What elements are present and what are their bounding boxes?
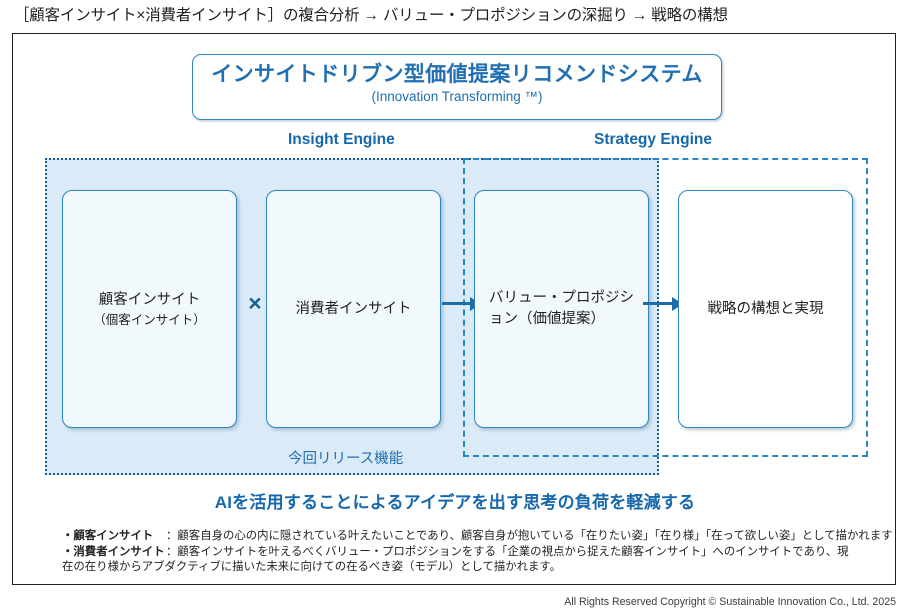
arrow-right-icon-2 [643,297,685,311]
process-box-strategy-realization-text: 戦略の構想と実現 [694,299,838,320]
system-title-main: インサイトドリブン型価値提案リコメンドシステム [211,63,703,86]
process-box-consumer-insight-text: 消費者インサイト [282,299,426,320]
process-box-value-proposition-text: バリュー・プロポジション（価値提案） [475,288,648,330]
process-box-value-proposition[interactable]: バリュー・プロポジション（価値提案） [474,190,649,428]
footnote-block: ・顧客インサイト：顧客自身の心の内に隠されている叶えたいことであり、顧客自身が抱… [62,529,893,576]
footnote-item-2-sep: ： [166,545,178,558]
footnote-item-2-key: ・消費者インサイト [62,545,165,558]
footnote-item-1: ・顧客インサイト ：顧客自身の心の内に隠されている叶えたいことであり、顧客自身が抱… [62,529,893,545]
arrow-shaft [643,302,674,306]
process-box-strategy-realization[interactable]: 戦略の構想と実現 [678,190,853,428]
insight-engine-label: Insight Engine [288,131,395,148]
footnote-item-1-sep: ： [166,530,178,542]
process-box-4-main: 戦略の構想と実現 [707,300,824,317]
tagline: AIを活用することによるアイデアを出す思考の負荷を軽減する [214,493,696,512]
footnote-item-1-text: 顧客自身の心の内に隠されている叶えたいことであり、顧客自身が抱いている「在りたい… [177,530,893,542]
system-title-sub: (Innovation Transforming ™) [371,89,543,104]
process-box-1-sub: （個客インサイト） [93,312,206,327]
process-box-1-main: 顧客インサイト [98,291,201,308]
system-title-card: インサイトドリブン型価値提案リコメンドシステム (Innovation Tran… [192,54,722,120]
copyright-notice: All Rights Reserved Copyright © Sustaina… [564,596,896,608]
process-box-customer-insight-text: 顧客インサイト （個客インサイト） [79,290,220,329]
arrow-shaft [442,302,472,306]
strategy-engine-label: Strategy Engine [594,131,712,148]
strategy-engine-region [463,158,868,457]
process-box-2-main: 消費者インサイト [295,300,412,317]
process-box-3-main: バリュー・プロポジション（価値提案） [489,290,634,327]
page-headline: ［顧客インサイト×消費者インサイト］の複合分析 → バリュー・プロポジションの深… [14,7,728,24]
footnote-item-2-text: 顧客インサイトを叶えるべくバリュー・プロポジションをする「企業の視点から捉えた顧… [62,545,849,574]
process-box-consumer-insight[interactable]: 消費者インサイト [266,190,441,428]
arrow-head [672,297,683,311]
footnote-item-1-key: ・顧客インサイト [62,530,154,542]
process-box-customer-insight[interactable]: 顧客インサイト （個客インサイト） [62,190,237,428]
footnote-item-2: ・消費者インサイト：顧客インサイトを叶えるべくバリュー・プロポジションをする「企… [62,545,852,576]
multiply-operator-icon: × [248,290,262,316]
release-feature-caption: 今回リリース機能 [288,451,404,467]
